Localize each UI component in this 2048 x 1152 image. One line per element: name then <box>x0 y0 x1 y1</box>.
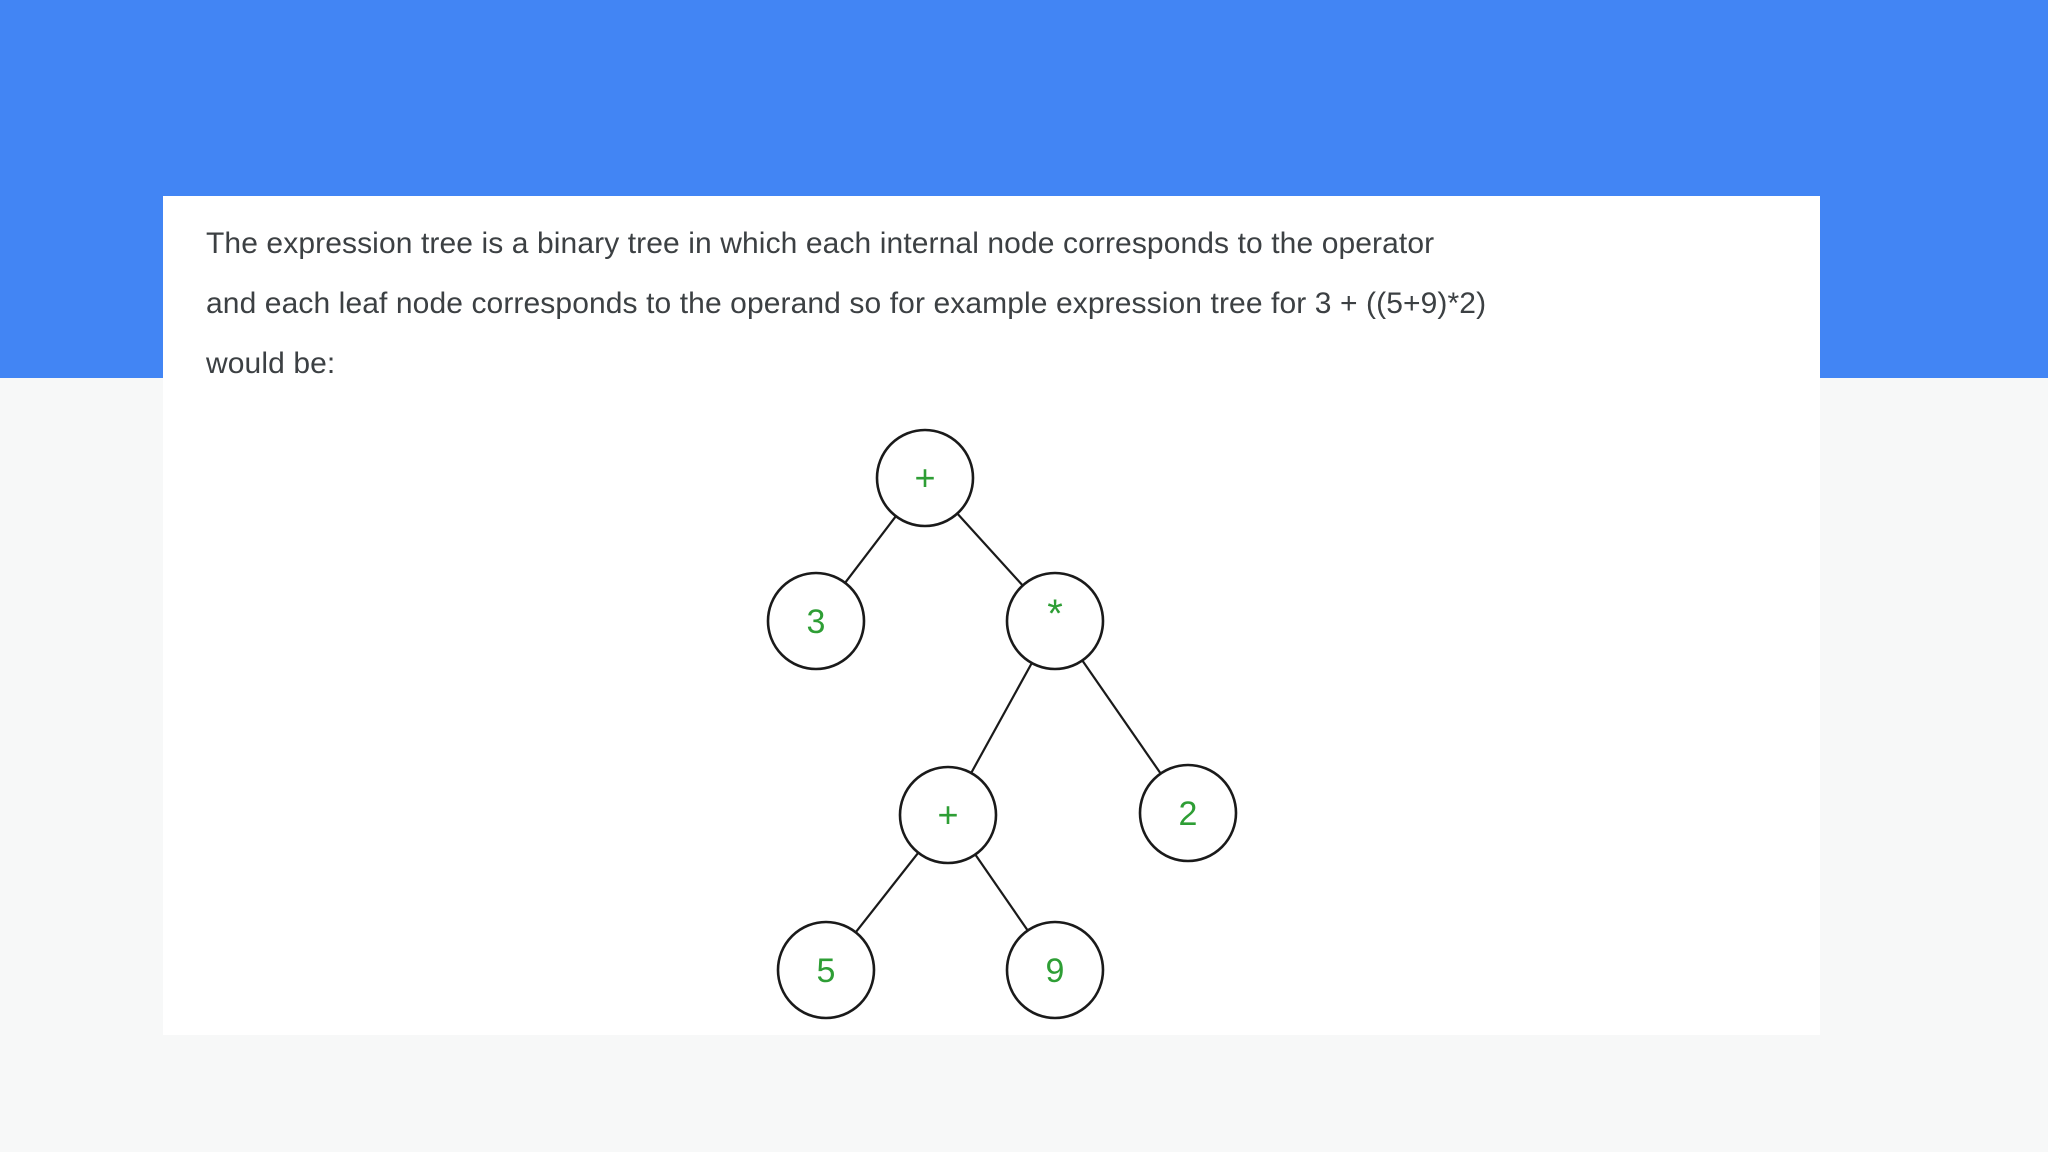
paragraph-line-1: The expression tree is a binary tree in … <box>206 227 1435 260</box>
tree-edge-n2-n3 <box>970 662 1033 774</box>
tree-node-circle <box>1138 763 1238 863</box>
tree-node-label: + <box>937 794 958 835</box>
expression-tree-figure: +3 * +2 5 9 <box>163 196 1820 1035</box>
tree-node-n5: 5 <box>776 920 876 1020</box>
paragraph-line-3: would be: <box>206 347 336 380</box>
tree-node-n4: 2 <box>1138 763 1238 863</box>
tree-edge-n3-n6 <box>974 853 1029 932</box>
tree-node-circle <box>1005 920 1105 1020</box>
tree-node-n2: * <box>1005 571 1105 671</box>
tree-node-circle <box>898 765 998 865</box>
content-card: The expression tree is a binary tree in … <box>163 196 1820 1035</box>
tree-edge-n0-n2 <box>956 512 1024 587</box>
tree-node-circle <box>875 428 975 528</box>
tree-node-n6: 9 <box>1005 920 1105 1020</box>
tree-node-n0: + <box>875 428 975 528</box>
tree-node-label: 3 <box>807 603 826 641</box>
tree-node-label: + <box>914 457 935 498</box>
tree-node-label: 5 <box>817 952 836 990</box>
tree-edge-layer <box>844 512 1162 933</box>
tree-node-label: 2 <box>1179 795 1198 833</box>
tree-node-circle <box>776 920 876 1020</box>
tree-node-circle <box>1005 571 1105 671</box>
tree-node-circle <box>766 571 866 671</box>
tree-node-layer: +3 * +2 5 9 <box>766 428 1238 1020</box>
paragraph-block: The expression tree is a binary tree in … <box>206 214 1786 394</box>
tree-node-n1: 3 <box>766 571 866 671</box>
paragraph-line-2: and each leaf node corresponds to the op… <box>206 287 1487 320</box>
tree-node-n3: + <box>898 765 998 865</box>
tree-edge-n0-n1 <box>844 515 897 584</box>
tree-node-label: * <box>1047 592 1063 636</box>
expression-tree-svg: +3 * +2 5 9 <box>766 428 1238 1020</box>
tree-edge-n2-n4 <box>1081 659 1162 775</box>
tree-node-label: 9 <box>1046 952 1065 990</box>
tree-edge-n3-n5 <box>854 852 920 933</box>
